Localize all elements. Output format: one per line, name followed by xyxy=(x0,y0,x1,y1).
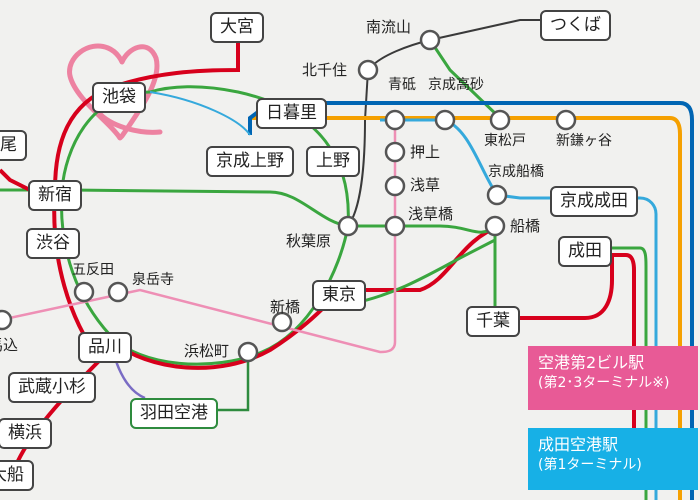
station-dot-akihabara[interactable] xyxy=(337,215,359,237)
station-label-funabashi: 船橋 xyxy=(510,217,541,235)
blue-line-keisei xyxy=(334,101,694,500)
station-label-kitasenju: 北千住 xyxy=(302,61,348,79)
station-label-gotanda: 五反田 xyxy=(72,262,114,278)
station-label-asakusa: 浅草 xyxy=(410,176,441,194)
station-dot-minaminagareyama[interactable] xyxy=(419,29,441,51)
station-dot-higashimatsudo[interactable] xyxy=(489,109,511,131)
station-box-musashikosugi[interactable]: 武蔵小杉 xyxy=(8,372,96,403)
orange-line-keisei xyxy=(320,116,682,500)
station-box-shinjuku[interactable]: 新宿 xyxy=(28,180,82,211)
station-label-sengakuji: 泉岳寺 xyxy=(132,272,174,288)
blue-line-west xyxy=(149,91,251,136)
green-line-sobu-2 xyxy=(349,238,496,306)
destination-terminal1-title: 成田空港駅 xyxy=(538,435,619,454)
destination-terminal2[interactable]: 空港第2ビル駅 (第2･3ターミナル※) xyxy=(528,346,698,410)
station-box-keiseiueno[interactable]: 京成上野 xyxy=(206,146,294,177)
station-label-shimbashi: 新橋 xyxy=(270,298,301,316)
station-box-ofuna[interactable]: 大船 xyxy=(0,460,34,491)
monorail-line xyxy=(216,356,250,412)
station-box-chiba[interactable]: 千葉 xyxy=(466,306,520,337)
station-box-keiseinarita[interactable]: 京成成田 xyxy=(550,186,638,217)
station-dot-oshiage[interactable] xyxy=(384,141,406,163)
destination-terminal2-title: 空港第2ビル駅 xyxy=(538,353,645,372)
station-box-yokohama[interactable]: 横浜 xyxy=(0,418,52,449)
green-line-west-south xyxy=(0,168,31,192)
station-label-higashimatsudo: 東松戸 xyxy=(484,133,526,149)
destination-terminal1-sub: (第1ターミナル) xyxy=(538,456,642,473)
station-box-hanedaairport[interactable]: 羽田空港 xyxy=(130,398,218,429)
station-label-hamamatsucho: 浜松町 xyxy=(184,342,230,360)
station-label-akihabara: 秋葉原 xyxy=(286,232,332,250)
station-box-tokyo[interactable]: 東京 xyxy=(312,280,366,311)
station-label-minaminagareyama: 南流山 xyxy=(366,18,412,36)
station-dot-aoto[interactable] xyxy=(384,109,406,131)
station-box-tsukuba[interactable]: つくば xyxy=(540,10,611,41)
station-dot-kitasenju[interactable] xyxy=(357,59,379,81)
station-dot-sengakuji[interactable] xyxy=(107,281,129,303)
station-dot-asakusabashi[interactable] xyxy=(384,215,406,237)
station-dot-gotanda[interactable] xyxy=(73,281,95,303)
destination-terminal1[interactable]: 成田空港駅 (第1ターミナル) xyxy=(528,428,698,490)
station-box-omiya[interactable]: 大宮 xyxy=(210,12,264,43)
station-label-asakusabashi: 浅草橋 xyxy=(408,205,454,223)
station-label-magome: 馬込 xyxy=(0,336,19,354)
station-dot-keiseitakasago[interactable] xyxy=(434,109,456,131)
station-box-shinagawa[interactable]: 品川 xyxy=(78,332,132,363)
station-dot-shinkamagaya[interactable] xyxy=(555,109,577,131)
station-box-shibuya[interactable]: 渋谷 xyxy=(26,228,80,259)
station-dot-hamamatsucho[interactable] xyxy=(237,341,259,363)
station-label-aoto: 青砥 xyxy=(388,77,416,93)
station-box-ikebukuro[interactable]: 池袋 xyxy=(92,82,146,113)
station-box-ueno[interactable]: 上野 xyxy=(306,146,360,177)
station-label-oshiage: 押上 xyxy=(410,143,441,161)
station-box-narita[interactable]: 成田 xyxy=(558,236,612,267)
station-dot-shimbashi[interactable] xyxy=(271,311,293,333)
pink-line-asakusa xyxy=(0,120,397,354)
station-box-o[interactable]: 尾 xyxy=(0,130,27,161)
station-label-shinkamagaya: 新鎌ヶ谷 xyxy=(556,133,612,149)
station-dot-funabashi[interactable] xyxy=(484,215,506,237)
station-label-keiseifunabashi: 京成船橋 xyxy=(488,164,544,180)
station-box-nippori[interactable]: 日暮里 xyxy=(256,98,327,129)
destination-terminal2-sub: (第2･3ターミナル※) xyxy=(538,374,670,391)
station-label-keiseitakasago: 京成高砂 xyxy=(428,77,484,93)
tsukuba-express-line xyxy=(347,19,580,227)
red-line-narita xyxy=(520,253,636,430)
station-dot-keiseifunabashi[interactable] xyxy=(486,184,508,206)
station-dot-magome[interactable] xyxy=(0,309,13,331)
station-dot-asakusa[interactable] xyxy=(384,175,406,197)
green-line-narita xyxy=(585,246,648,500)
